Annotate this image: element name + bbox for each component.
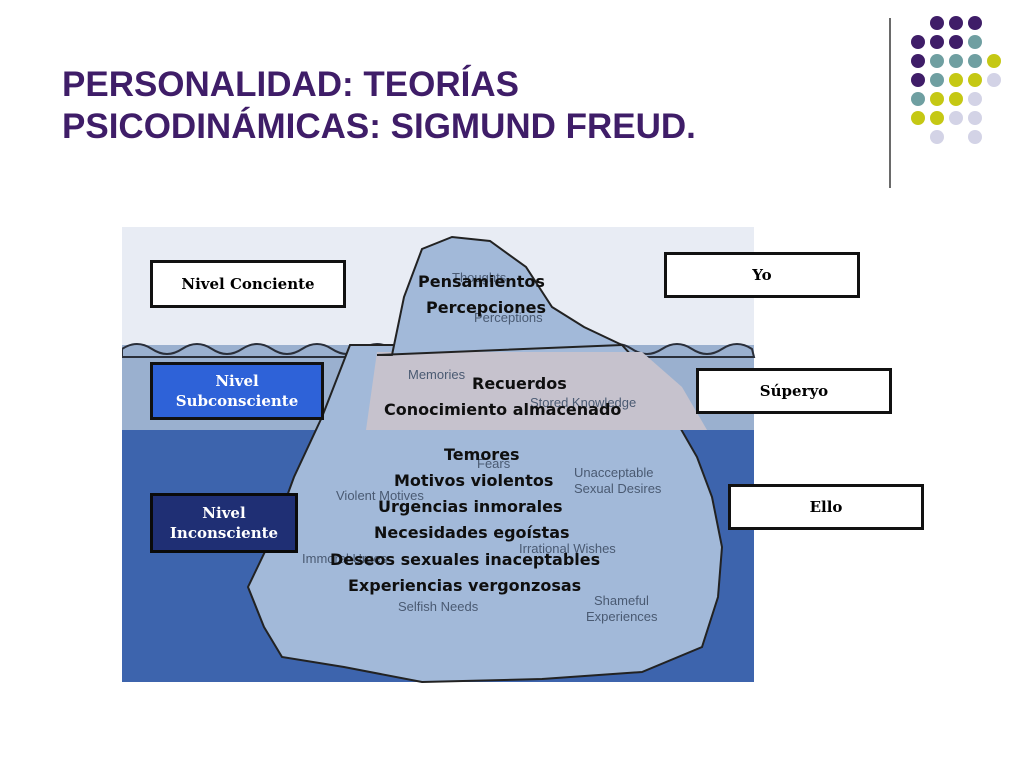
term-deseos: Deseos sexuales inaceptables — [330, 550, 600, 569]
decorative-dot — [968, 54, 982, 68]
decorative-dot — [930, 54, 944, 68]
conscious-level-label: Nivel Conciente — [181, 274, 314, 294]
decorative-dot — [949, 92, 963, 106]
decorative-dot — [930, 35, 944, 49]
ego-box: Yo — [664, 252, 860, 298]
decorative-dot — [987, 54, 1001, 68]
decorative-dot — [968, 111, 982, 125]
label-unacceptable-line-2: Sexual Desires — [574, 481, 662, 496]
term-temores: Temores — [444, 445, 520, 464]
subconscious-level-box: Nivel Subconsciente — [150, 362, 324, 420]
superego-box: Súperyo — [696, 368, 892, 414]
decorative-dot — [968, 35, 982, 49]
id-label: Ello — [810, 497, 843, 517]
decorative-dot — [911, 92, 925, 106]
decorative-dot — [949, 54, 963, 68]
term-urgencias: Urgencias inmorales — [378, 497, 563, 516]
term-experiencias: Experiencias vergonzosas — [348, 576, 581, 595]
decorative-dot — [911, 73, 925, 87]
label-selfish-needs: Selfish Needs — [398, 599, 479, 614]
decorative-dot — [930, 73, 944, 87]
term-necesidades: Necesidades egoístas — [374, 523, 570, 542]
decorative-dot — [987, 73, 1001, 87]
decorative-dot — [911, 111, 925, 125]
label-shameful-experiences: Shameful Experiences — [586, 593, 658, 624]
decorative-dot — [949, 16, 963, 30]
background-bottom — [122, 682, 754, 695]
decorative-dot — [968, 16, 982, 30]
conscious-level-box: Nivel Conciente — [150, 260, 346, 308]
decorative-dot — [968, 73, 982, 87]
decorative-dot — [930, 130, 944, 144]
label-shameful-line-1: Shameful — [594, 593, 649, 608]
iceberg-diagram: Thoughts Perceptions Memories Stored Kno… — [122, 227, 958, 695]
decorative-dot — [968, 92, 982, 106]
term-pensamientos: Pensamientos — [418, 272, 545, 291]
decorative-dot — [911, 54, 925, 68]
term-conocimiento: Conocimiento almacenado — [384, 400, 621, 419]
unconscious-level-box: Nivel Inconsciente — [150, 493, 298, 553]
label-shameful-line-2: Experiences — [586, 609, 658, 624]
subconscious-level-label: Nivel Subconsciente — [176, 371, 298, 411]
decorative-dot-grid — [0, 0, 1024, 200]
ego-label: Yo — [752, 265, 771, 285]
term-motivos: Motivos violentos — [394, 471, 553, 490]
decorative-dot — [930, 111, 944, 125]
label-unacceptable-sexual-desires: Unacceptable Sexual Desires — [574, 465, 662, 496]
decorative-dot — [911, 35, 925, 49]
decorative-dot — [949, 111, 963, 125]
decorative-dot — [930, 92, 944, 106]
decorative-dot — [968, 130, 982, 144]
decorative-dot — [930, 16, 944, 30]
term-percepciones: Percepciones — [426, 298, 546, 317]
unconscious-level-label: Nivel Inconsciente — [170, 503, 278, 543]
label-memories: Memories — [408, 367, 466, 382]
term-recuerdos: Recuerdos — [472, 374, 567, 393]
id-box: Ello — [728, 484, 924, 530]
label-unacceptable-line-1: Unacceptable — [574, 465, 654, 480]
decorative-dot — [949, 35, 963, 49]
decorative-dot — [949, 73, 963, 87]
superego-label: Súperyo — [760, 381, 828, 401]
